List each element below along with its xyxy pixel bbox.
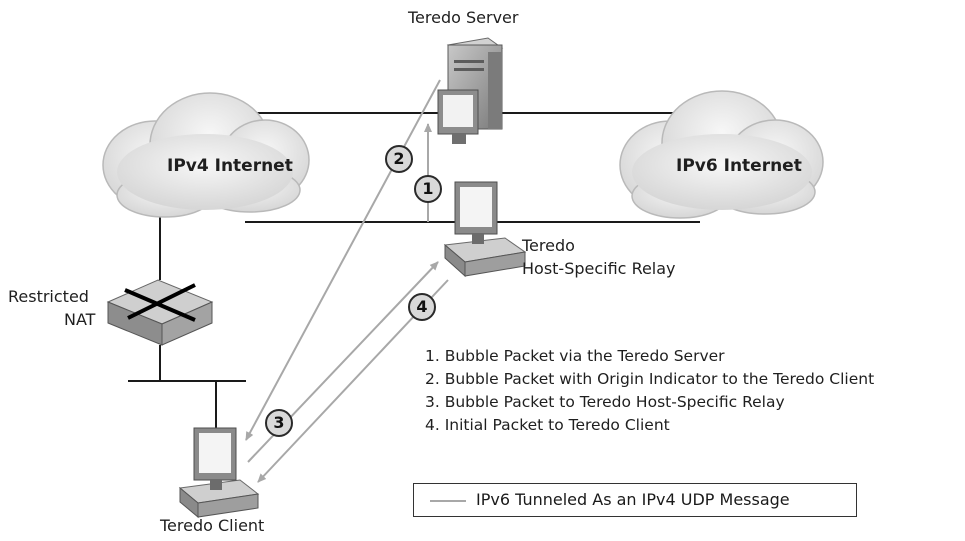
ipv6-cloud-icon <box>619 90 824 219</box>
legend-box: IPv6 Tunneled As an IPv4 UDP Message <box>413 483 857 517</box>
client-desktop-icon <box>178 427 260 519</box>
step-item: 1. Bubble Packet via the Teredo Server <box>425 347 725 365</box>
legend-line-swatch <box>430 500 466 502</box>
server-icon <box>437 37 504 144</box>
ipv6-internet-label: IPv6 Internet <box>676 156 802 176</box>
step-badge-3: 3 <box>265 409 293 437</box>
step-item: 2. Bubble Packet with Origin Indicator t… <box>425 370 875 388</box>
step-badge-4: 4 <box>408 293 436 321</box>
arrow-step-2 <box>245 79 441 441</box>
step-badge-2: 2 <box>385 145 413 173</box>
step-item: 4. Initial Packet to Teredo Client <box>425 416 670 434</box>
step-badge-1: 1 <box>414 175 442 203</box>
nat-label-line2: NAT <box>64 310 96 329</box>
nat-router-icon <box>106 279 214 346</box>
relay-label-line1: Teredo <box>522 236 575 255</box>
legend-text: IPv6 Tunneled As an IPv4 UDP Message <box>476 490 790 509</box>
ipv4-internet-label: IPv4 Internet <box>167 156 293 176</box>
relay-desktop-icon <box>443 181 527 278</box>
step-item: 3. Bubble Packet to Teredo Host-Specific… <box>425 393 785 411</box>
teredo-client-label: Teredo Client <box>160 516 265 535</box>
teredo-server-label: Teredo Server <box>408 8 519 27</box>
ipv4-cloud-icon <box>102 92 310 218</box>
relay-label-line2: Host-Specific Relay <box>522 259 676 278</box>
nat-label-line1: Restricted <box>8 287 89 306</box>
steps-list: 1. Bubble Packet via the Teredo Server 2… <box>425 345 874 437</box>
